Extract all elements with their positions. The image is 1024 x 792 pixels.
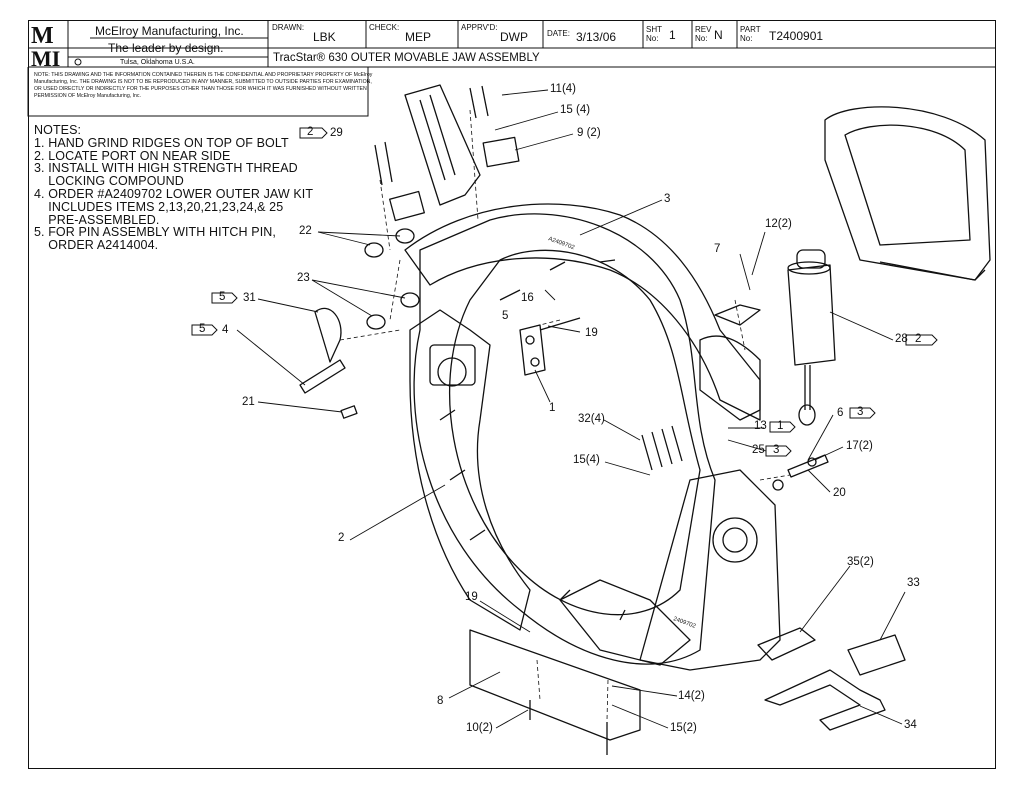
apprvd-label: APPRV'D: xyxy=(461,23,498,32)
callout-label: 20 xyxy=(833,487,846,499)
svg-text:M: M xyxy=(31,23,54,49)
callout-label: 32(4) xyxy=(578,413,605,425)
sht-value: 1 xyxy=(669,28,676,42)
callout-label: 13 xyxy=(754,420,767,432)
callout-label: 3 xyxy=(664,193,671,205)
callout-label: 33 xyxy=(907,577,920,589)
callout-label: 34 xyxy=(904,719,917,731)
drawn-label: DRAWN: xyxy=(272,23,305,32)
sht-label: SHT No: xyxy=(646,25,662,43)
callout-label: 2 xyxy=(338,532,345,544)
date-value: 3/13/06 xyxy=(576,30,617,44)
callout-label: 15(2) xyxy=(670,722,697,734)
callout-label: 19 xyxy=(465,591,478,603)
callout-label: 9 (2) xyxy=(577,127,601,139)
callout-label: 28 xyxy=(895,333,908,345)
callout-label: 10(2) xyxy=(466,722,493,734)
guard-plate-8 xyxy=(469,629,641,741)
jaw-ring-outer xyxy=(413,213,716,665)
callout-label: 12(2) xyxy=(765,218,792,230)
note-line: ORDER A2414004. xyxy=(34,238,159,253)
callout-label: 14(2) xyxy=(678,690,705,702)
note-flag: 2 xyxy=(915,333,922,345)
callout-label: 22 xyxy=(299,225,312,237)
proprietary-note: NOTE: THIS DRAWING AND THE INFORMATION C… xyxy=(34,72,373,99)
drawing-frame xyxy=(28,20,996,769)
callout-label: 1 xyxy=(549,402,556,414)
part-label: PART No: xyxy=(740,25,761,43)
pin-4 xyxy=(299,359,346,394)
drawing-title: TracStar® 630 OUTER MOVABLE JAW ASSEMBLY xyxy=(273,52,540,64)
callout-label: 21 xyxy=(242,396,255,408)
callout-label: 23 xyxy=(297,272,310,284)
callout-label: 31 xyxy=(243,292,256,304)
handle-34 xyxy=(764,669,886,731)
note-flag: 3 xyxy=(857,406,864,418)
bracket-7 xyxy=(714,304,761,326)
notes-heading: NOTES: xyxy=(34,123,82,137)
note-line: 2. LOCATE PORT ON NEAR SIDE xyxy=(34,148,231,163)
company-name: McElroy Manufacturing, Inc. xyxy=(95,24,244,38)
callout-label: 11(4) xyxy=(550,83,576,95)
callout-label: 29 xyxy=(330,127,343,139)
note-flag: 5 xyxy=(219,291,226,303)
note-line: 4. ORDER #A2409702 LOWER OUTER JAW KIT xyxy=(34,186,314,201)
callout-label: 15 (4) xyxy=(560,104,591,116)
callout-label: 4 xyxy=(222,324,229,336)
iso-thumbnail xyxy=(824,106,991,281)
jaw-ring-inner xyxy=(448,249,701,616)
apprvd-value: DWP xyxy=(500,30,528,44)
note-flag: 3 xyxy=(773,444,780,456)
note-line: PRE-ASSEMBLED. xyxy=(34,212,160,227)
callout-label: 35(2) xyxy=(847,556,874,568)
company-location: Tulsa, Oklahoma U.S.A. xyxy=(120,59,195,66)
rev-value: N xyxy=(714,28,723,42)
callout-label: 17(2) xyxy=(846,440,873,452)
callout-label: 8 xyxy=(437,695,444,707)
callout-label: 6 xyxy=(837,407,844,419)
note-line: 3. INSTALL WITH HIGH STRENGTH THREAD xyxy=(34,161,298,176)
rev-label: REV No: xyxy=(695,25,712,43)
upper-cylinder xyxy=(404,84,481,206)
drawn-value: LBK xyxy=(313,30,336,44)
note-flag: 1 xyxy=(777,420,784,432)
notes-block: NOTES: 1. HAND GRIND RIDGES ON TOP OF BO… xyxy=(34,124,313,252)
company-tagline: The leader by design. xyxy=(108,41,224,55)
note-line: INCLUDES ITEMS 2,13,20,21,23,24,& 25 xyxy=(34,199,284,214)
note-line: 1. HAND GRIND RIDGES ON TOP OF BOLT xyxy=(34,135,289,150)
callout-label: 15(4) xyxy=(573,454,600,466)
callout-label: 16 xyxy=(521,292,534,304)
callout-label: 5 xyxy=(502,310,509,322)
callout-label: 25 xyxy=(752,444,765,456)
note-line: LOCKING COMPOUND xyxy=(34,174,184,189)
part-number: T2400901 xyxy=(769,29,824,43)
check-value: MEP xyxy=(405,30,432,44)
note-line: 5. FOR PIN ASSEMBLY WITH HITCH PIN, xyxy=(34,225,276,240)
lower-jaw-left xyxy=(409,309,531,631)
hydraulic-cylinder-28 xyxy=(787,264,836,366)
callout-label: 7 xyxy=(714,243,721,255)
svg-text:MI: MI xyxy=(31,46,60,71)
check-label: CHECK: xyxy=(369,23,400,32)
note-flag: 2 xyxy=(307,126,314,138)
note-flag: 5 xyxy=(199,323,206,335)
callout-label: 19 xyxy=(585,327,598,339)
date-label: DATE: xyxy=(547,29,570,38)
